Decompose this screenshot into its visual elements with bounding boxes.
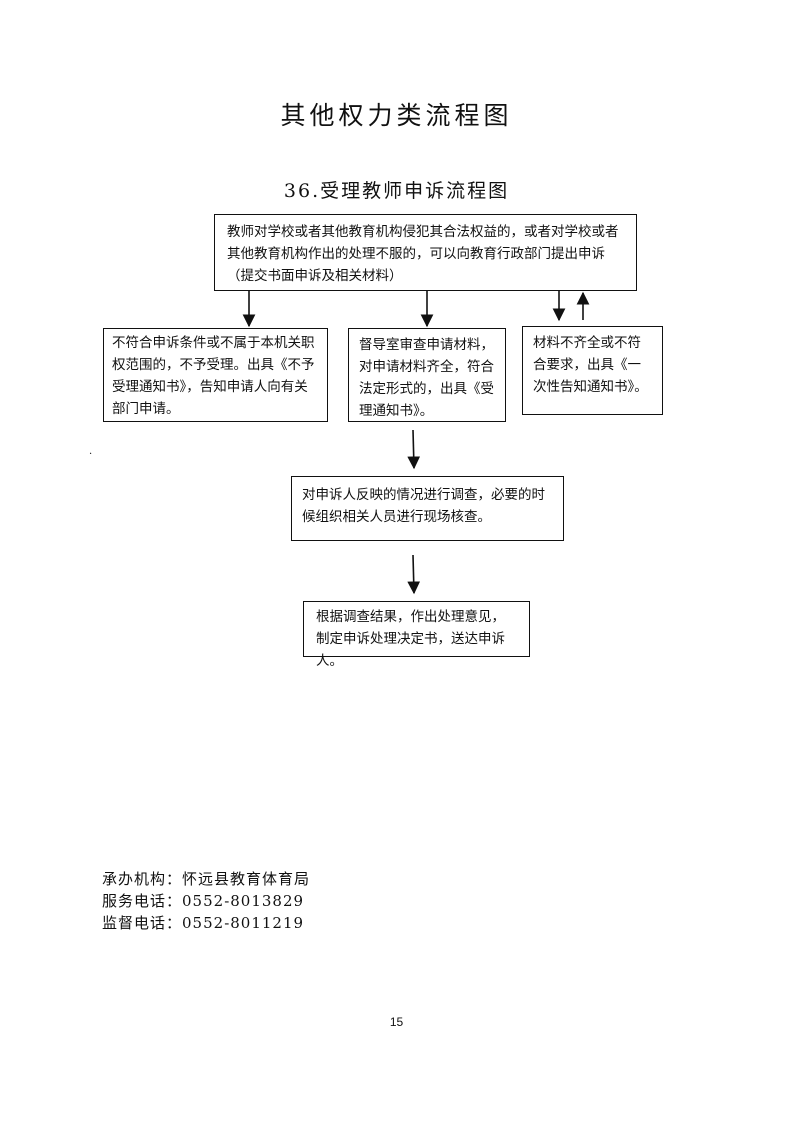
flowchart-title: 36.受理教师申诉流程图 (283, 180, 510, 202)
service-phone-row: 服务电话：0552-8013829 (102, 890, 310, 912)
node-investigate: 对申诉人反映的情况进行调查，必要的时候组织相关人员进行现场核查。 (291, 476, 564, 541)
agency-label: 承办机构： (102, 870, 183, 888)
page-number: 15 (389, 1015, 404, 1029)
footer-contact: 承办机构：怀远县教育体育局 服务电话：0552-8013829 监督电话：055… (102, 868, 310, 934)
stray-mark: . (89, 446, 93, 457)
supervision-phone-value: 0552-8011219 (182, 914, 305, 932)
node-incomplete: 材料不齐全或不符合要求，出具《一次性告知通知书》。 (522, 326, 663, 415)
arrow-investigate-to-decide (407, 554, 421, 595)
page-title: 其他权力类流程图 (280, 101, 513, 130)
service-phone-label: 服务电话： (102, 892, 183, 910)
node-submit-complaint: 教师对学校或者其他教育机构侵犯其合法权益的，或者对学校或者其他教育机构作出的处理… (214, 214, 637, 291)
supervision-phone-row: 监督电话：0552-8011219 (102, 912, 310, 934)
node-decide: 根据调查结果，作出处理意见，制定申诉处理决定书，送达申诉人。 (303, 601, 530, 669)
node-review: 督导室审查申请材料，对申请材料齐全，符合法定形式的，出具《受理通知书》。 (348, 328, 506, 422)
service-phone-value: 0552-8013829 (182, 892, 305, 910)
arrow-review-to-investigate (407, 429, 421, 470)
agency-value: 怀远县教育体育局 (182, 870, 311, 888)
node-reject: 不符合申诉条件或不属于本机关职权范围的，不予受理。出具《不予受理通知书》，告知申… (103, 328, 328, 422)
agency-row: 承办机构：怀远县教育体育局 (102, 868, 310, 890)
supervision-phone-label: 监督电话： (102, 914, 183, 932)
